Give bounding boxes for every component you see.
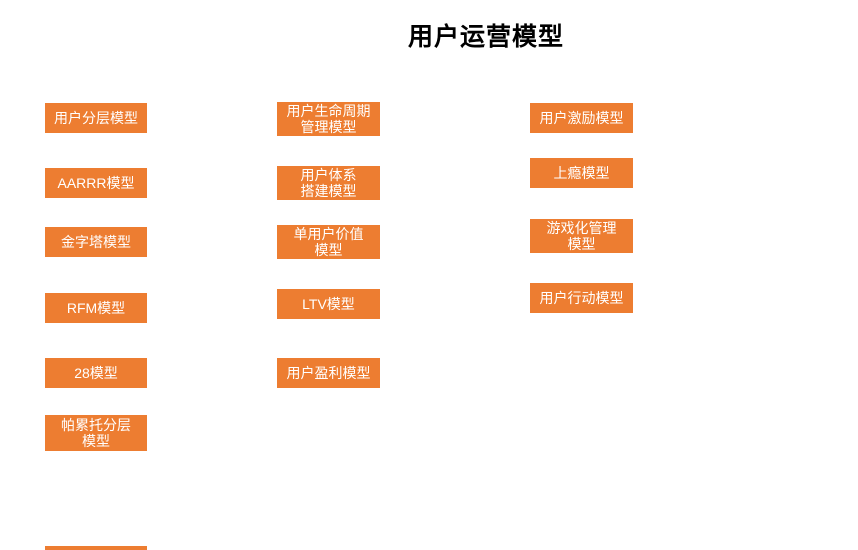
aarrr-model-box[interactable]: AARRR模型 <box>45 168 147 198</box>
partial-box-cut-off[interactable] <box>45 546 147 550</box>
twenty-eight-model-box[interactable]: 28模型 <box>45 358 147 388</box>
user-system-building-model-box[interactable]: 用户体系 搭建模型 <box>277 166 380 200</box>
user-profit-model-box[interactable]: 用户盈利模型 <box>277 358 380 388</box>
single-user-value-model-box[interactable]: 单用户价值 模型 <box>277 225 380 259</box>
user-action-model-box[interactable]: 用户行动模型 <box>530 283 633 313</box>
hooked-model-box[interactable]: 上瘾模型 <box>530 158 633 188</box>
page-title: 用户运营模型 <box>407 23 564 51</box>
pyramid-model-box[interactable]: 金字塔模型 <box>45 227 147 257</box>
user-segmentation-model-box[interactable]: 用户分层模型 <box>45 103 147 133</box>
user-incentive-model-box[interactable]: 用户激励模型 <box>530 103 633 133</box>
gamification-management-model-box[interactable]: 游戏化管理 模型 <box>530 219 633 253</box>
rfm-model-box[interactable]: RFM模型 <box>45 293 147 323</box>
pareto-segmentation-model-box[interactable]: 帕累托分层 模型 <box>45 415 147 451</box>
ltv-model-box[interactable]: LTV模型 <box>277 289 380 319</box>
user-lifecycle-management-model-box[interactable]: 用户生命周期 管理模型 <box>277 102 380 136</box>
